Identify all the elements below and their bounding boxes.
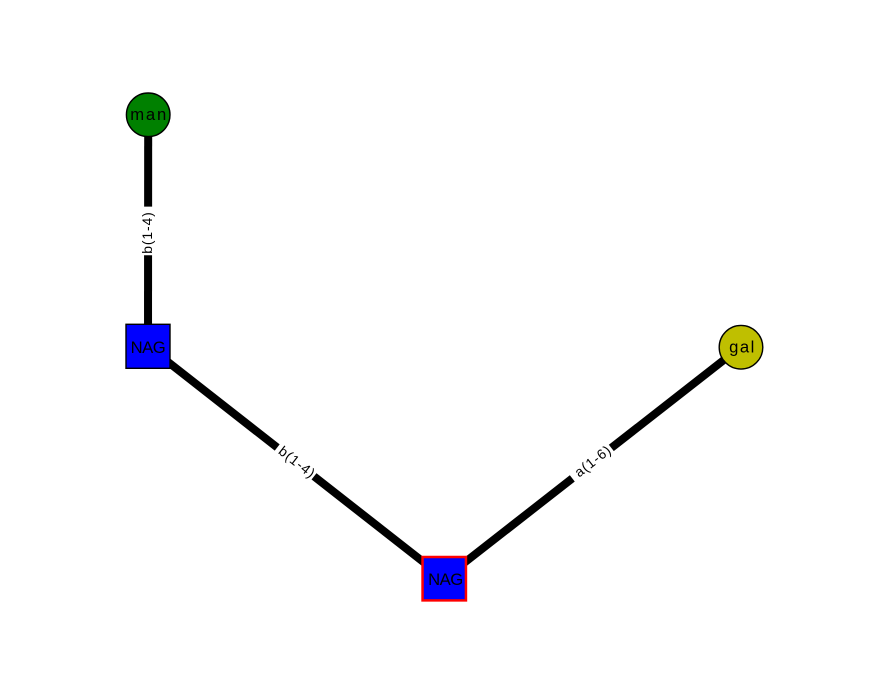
- svg-text:NAG: NAG: [131, 338, 165, 357]
- svg-text:b(1-4): b(1-4): [139, 211, 155, 253]
- svg-text:man: man: [130, 105, 168, 124]
- svg-text:gal: gal: [729, 338, 756, 357]
- svg-text:NAG: NAG: [428, 570, 462, 589]
